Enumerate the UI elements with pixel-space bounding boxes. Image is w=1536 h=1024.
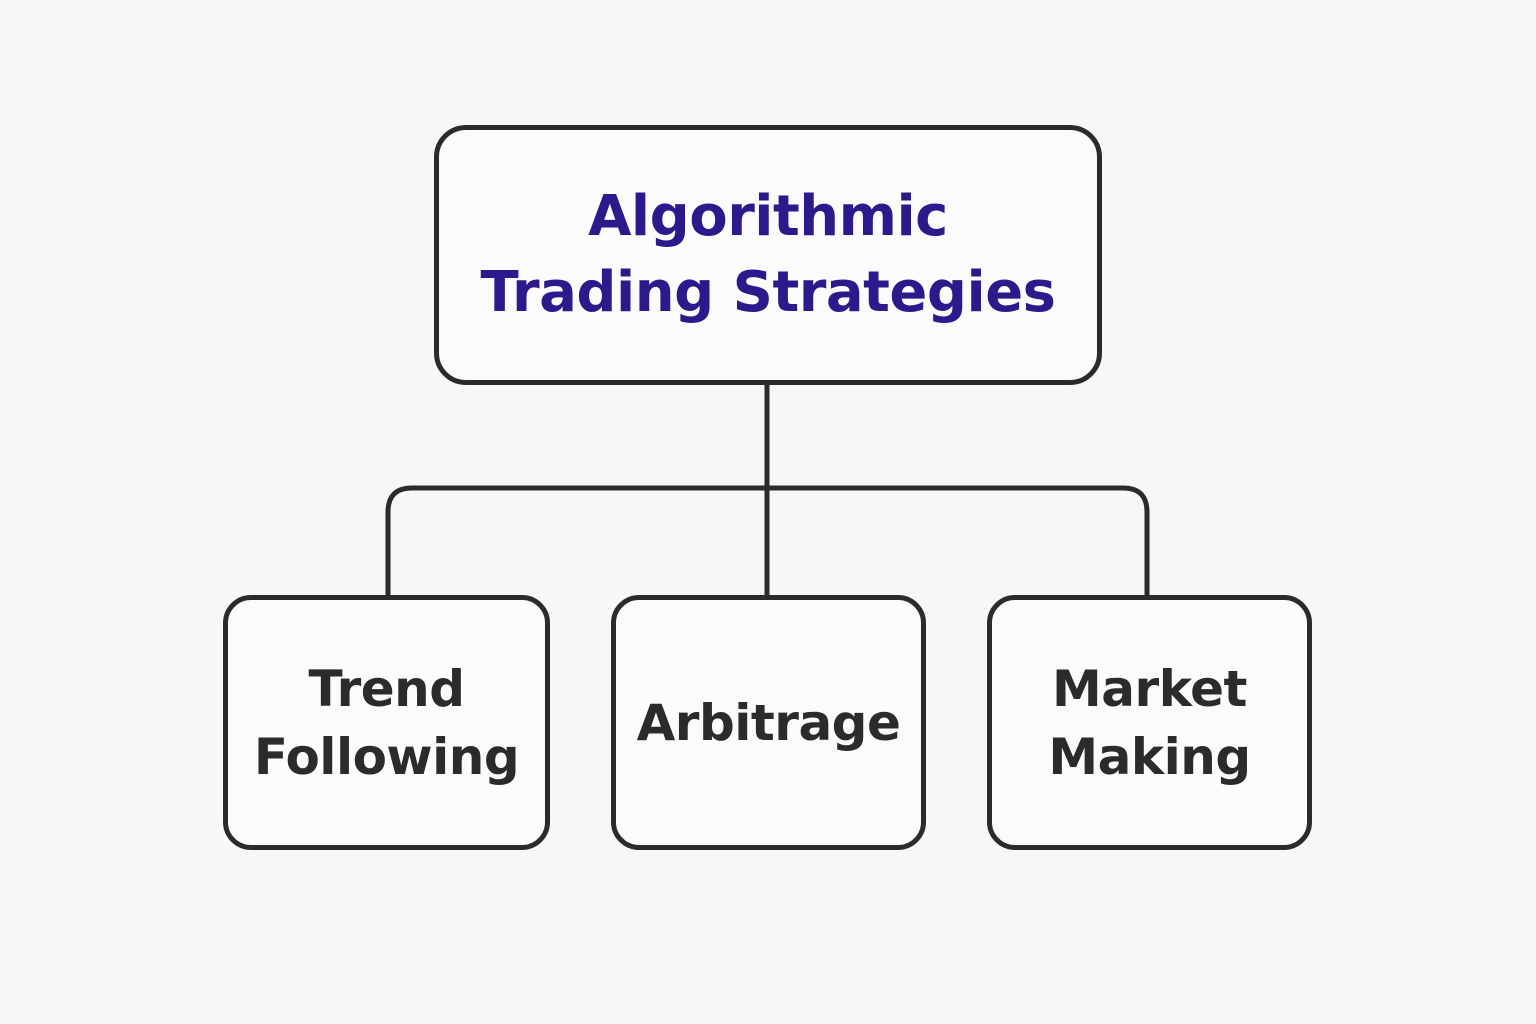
label-line1: Market — [1052, 659, 1247, 718]
child-node-arbitrage: Arbitrage — [611, 595, 926, 850]
root-label-line2: Trading Strategies — [480, 260, 1056, 325]
label-line1: Trend — [308, 659, 465, 718]
connector-branch-bar — [385, 485, 1150, 597]
label-line2: Following — [253, 727, 520, 786]
label-line2: Making — [1048, 727, 1251, 786]
child-node-label: Arbitrage — [636, 693, 901, 752]
root-label-line1: Algorithmic — [588, 184, 948, 249]
